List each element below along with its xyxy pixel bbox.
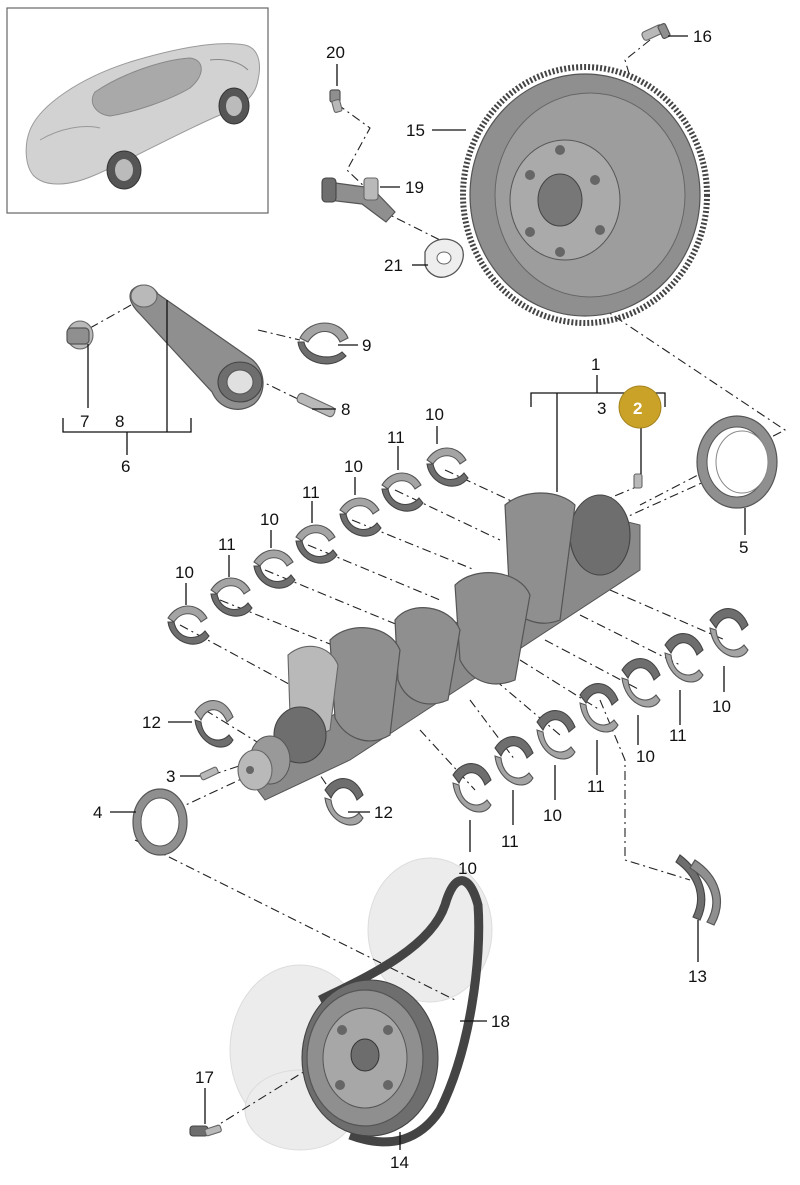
callout-17: 17	[195, 1068, 214, 1087]
flywheel-bolt	[641, 23, 671, 41]
upper-bearing-shells	[167, 447, 469, 645]
callout-10b: 10	[344, 457, 363, 476]
callout-10d: 10	[175, 563, 194, 582]
speed-sensor	[321, 177, 396, 223]
callout-10g: 10	[543, 806, 562, 825]
callout-7: 7	[80, 412, 89, 431]
callout-6: 6	[121, 457, 130, 476]
callout-11e: 11	[587, 777, 605, 796]
callout-3b: 3	[166, 767, 175, 786]
callout-11a: 11	[387, 428, 405, 447]
callout-14: 15	[406, 121, 425, 140]
front-crank-seal	[132, 788, 188, 856]
callout-10e: 10	[712, 697, 731, 716]
thrust-washers	[675, 854, 722, 926]
sensor-bolt	[329, 89, 343, 113]
car-illustration	[25, 43, 260, 190]
callout-18: 18	[491, 1012, 510, 1031]
front-dowel-pin	[199, 766, 219, 781]
lower-bearing-shells	[452, 608, 749, 813]
callout-10c: 10	[260, 510, 279, 529]
callout-8b: 8	[115, 412, 124, 431]
callout-10h: 10	[458, 859, 477, 878]
callout-12b: 12	[374, 803, 393, 822]
callout-1: 1	[591, 355, 600, 374]
callout-21: 21	[384, 256, 403, 275]
callout-8a: 8	[341, 400, 350, 419]
callout-11b: 11	[302, 483, 320, 502]
vibration-damper	[301, 979, 439, 1137]
callout-16: 14	[390, 1153, 409, 1172]
callout-2: 2	[633, 399, 642, 418]
dowel-pin	[633, 473, 643, 489]
callout-5: 5	[739, 538, 748, 557]
callout-12a: 12	[142, 713, 161, 732]
callout-10f: 10	[636, 747, 655, 766]
crankshaft	[237, 492, 641, 801]
callout-4: 4	[93, 803, 102, 822]
drive-belt	[317, 876, 484, 1147]
callout-11d: 11	[669, 726, 687, 745]
highlight-marker	[618, 385, 662, 429]
pulley-bolt	[189, 1124, 222, 1137]
callout-13: 13	[688, 967, 707, 986]
callout-11c: 11	[218, 535, 236, 554]
thrust-bearing-shells	[194, 700, 364, 826]
callout-3a: 3	[597, 399, 606, 418]
leader-lines	[62, 35, 746, 1150]
callout-20: 20	[326, 43, 345, 62]
flywheel	[460, 64, 710, 326]
rear-crank-seal	[696, 415, 778, 509]
rod-bearing-shell	[297, 322, 349, 365]
callout-11f: 11	[501, 832, 519, 851]
callout-15: 16	[693, 27, 712, 46]
callout-19: 19	[405, 178, 424, 197]
callout-10a: 10	[425, 405, 444, 424]
callout-9: 9	[362, 336, 371, 355]
vehicle-thumbnail	[6, 7, 269, 214]
callout-labels: 16 20 19 21 15 9 8 7 8 6 1 3 2 5 10 11 1…	[80, 27, 748, 1172]
sensor-gasket	[424, 238, 464, 278]
